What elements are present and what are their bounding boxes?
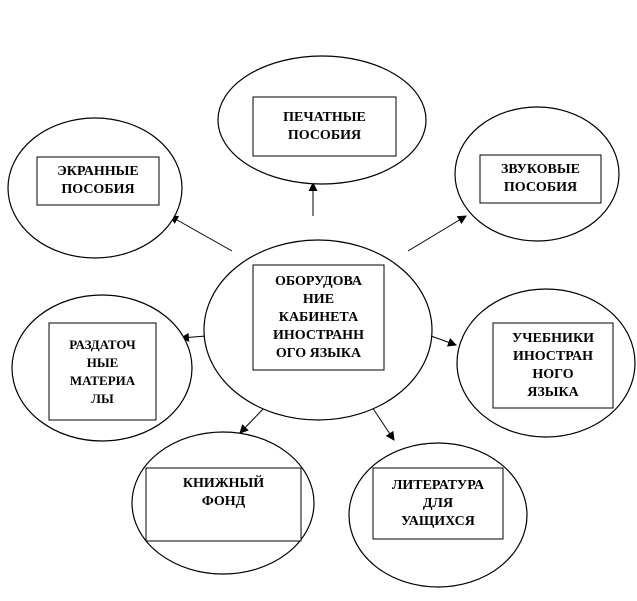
center-box bbox=[252, 264, 385, 371]
print-label: ПЕЧАТНЫЕ ПОСОБИЯ bbox=[283, 109, 366, 143]
print-box bbox=[252, 96, 397, 157]
arrow-to-screen bbox=[169, 215, 233, 252]
screen-label: ЭКРАННЫЕ ПОСОБИЯ bbox=[57, 164, 139, 197]
literature-label: ЛИТЕРАТУРА ДЛЯ УАЩИХСЯ bbox=[391, 477, 485, 529]
center-label: ОБОРУДОВА НИЕ КАБИНЕТА ИНОСТРАНН ОГО ЯЗЫ… bbox=[273, 273, 364, 361]
arrow-to-handout bbox=[180, 332, 207, 342]
arrow-to-literature bbox=[371, 406, 395, 441]
screen-box bbox=[36, 156, 160, 206]
library-label: КНИЖНЫЙ ФОНД bbox=[182, 476, 265, 509]
handout-box bbox=[48, 322, 157, 421]
sound-box bbox=[479, 154, 602, 204]
textbooks-label: УЧЕБНИКИ ИНОСТРАН НОГО ЯЗЫКА bbox=[512, 330, 594, 400]
arrow-to-library bbox=[239, 406, 266, 434]
library-box bbox=[145, 467, 302, 542]
textbooks-box bbox=[492, 322, 614, 409]
arrow-to-textbooks bbox=[430, 335, 457, 347]
handout-label: РАЗДАТОЧ НЫЕ МАТЕРИА ЛЫ bbox=[69, 336, 136, 406]
sound-label: ЗВУКОВЫЕ ПОСОБИЯ bbox=[501, 162, 580, 195]
arrow-to-sound bbox=[407, 215, 467, 252]
literature-box bbox=[372, 467, 504, 540]
